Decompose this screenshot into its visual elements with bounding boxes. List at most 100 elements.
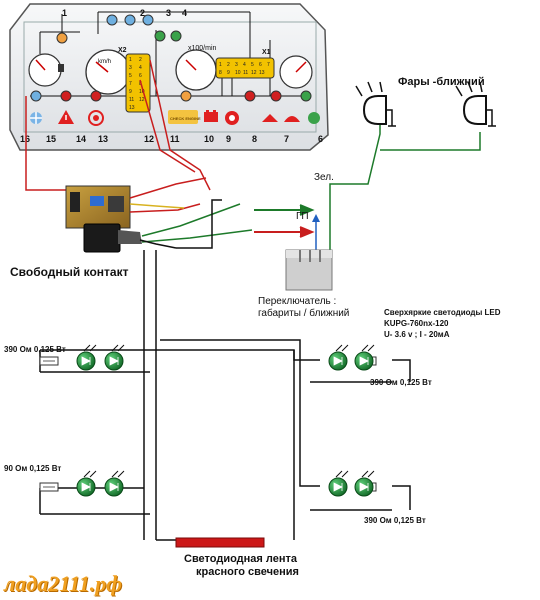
x2-pin-label: 9	[129, 89, 132, 95]
headlight-green-bus	[380, 132, 481, 151]
led-rays	[83, 344, 97, 352]
cluster-bottom-number: 12	[144, 134, 154, 144]
headlight-green-wire	[329, 120, 381, 254]
led-symbol	[333, 482, 343, 492]
led-symbol	[333, 356, 343, 366]
green-arrow-wire	[254, 204, 315, 216]
x2-pin-label: 10	[139, 89, 145, 95]
cluster-bottom-number: 8	[252, 134, 257, 144]
relay-green-wire	[141, 203, 241, 237]
top-lamp-green-2	[170, 30, 182, 42]
cluster-top-number: 4	[182, 8, 187, 18]
led-info-line3: U- 3.6 v ; I - 20мА	[384, 330, 450, 339]
led-rays	[361, 470, 375, 478]
speedometer-gauge	[85, 49, 131, 95]
led-symbol	[109, 356, 119, 366]
x2-pin-label: 5	[129, 73, 132, 79]
tachometer-gauge	[175, 49, 217, 91]
bottom-lamp-row	[30, 90, 312, 102]
cluster-bottom-number: 16	[20, 134, 30, 144]
oil-pressure-icon	[262, 114, 278, 122]
led-info-line2: KUPG-760nx-120	[384, 319, 449, 328]
outline-icon	[308, 112, 320, 124]
x1-pin-label: 1	[219, 62, 222, 68]
check-engine-label: CHECK ENGINE	[170, 116, 201, 121]
cluster-top-number: 3	[166, 8, 171, 18]
x1-pin-label: 4	[243, 62, 246, 68]
cluster-top-numbers: 1 2 3 4	[62, 8, 187, 18]
x2-pin-label: 12	[139, 97, 145, 103]
headlight-icon-right	[455, 81, 496, 127]
hazard-icon	[225, 111, 239, 125]
x1-pin-label: 5	[251, 62, 254, 68]
top-lamp-orange	[56, 32, 68, 44]
led-rays	[111, 470, 125, 478]
cluster-bottom-number: 6	[318, 134, 323, 144]
cluster-top-number: 2	[140, 8, 145, 18]
cluster-bottom-number: 7	[284, 134, 289, 144]
led-rays	[335, 470, 349, 478]
x2-pin-label: 13	[129, 105, 135, 111]
resistor-label-bottom-right: 390 Ом 0,125 Вт	[364, 516, 426, 525]
fuel-gauge	[28, 53, 64, 87]
led-symbol	[359, 356, 369, 366]
top-lamp-blue-1	[106, 14, 118, 26]
gp-wire-label: ГП	[296, 211, 309, 222]
relay-red-wire-2	[129, 203, 201, 213]
x2-pin-label: 3	[129, 65, 132, 71]
gp-blue-arrow	[312, 214, 320, 250]
relay-green-wire-2	[141, 229, 253, 243]
led-rays	[111, 344, 125, 352]
green-wire-label: Зел.	[314, 172, 334, 183]
relay-wires	[129, 177, 253, 249]
x1-pin-label: 13	[259, 70, 265, 76]
x1-pin-label: 10	[235, 70, 241, 76]
x2-pin-label: 2	[139, 57, 142, 63]
strip-caption-line2: красного свечения	[196, 566, 299, 578]
headlights-title: Фары -ближний	[398, 76, 485, 88]
site-watermark: лада2111.рф	[4, 571, 123, 596]
cluster-bottom-number: 15	[46, 134, 56, 144]
relay-blue-component	[90, 196, 104, 206]
relay-connector	[118, 230, 142, 244]
led-rays	[83, 470, 97, 478]
x2-pin-label: 11	[129, 97, 134, 103]
x1-label: X1	[262, 49, 271, 56]
x2-label: X2	[118, 47, 127, 54]
check-engine-icon	[168, 110, 198, 124]
led-strip-red	[175, 537, 265, 548]
x1-pin-label: 9	[227, 70, 230, 76]
relay-red-wire	[129, 177, 207, 199]
relay-black-component	[70, 192, 80, 212]
x1-pin-label: 8	[219, 70, 222, 76]
cluster-bottom-number: 13	[98, 134, 108, 144]
battery-icon	[204, 110, 218, 122]
led-info-line1: Сверхяркие светодиоды LED	[384, 308, 501, 317]
x1-pin-label: 2	[227, 62, 230, 68]
cluster-bottom-number: 14	[76, 134, 86, 144]
top-lamp-blue-3	[142, 14, 154, 26]
x2-pin-label: 4	[139, 65, 142, 71]
led-symbol	[81, 356, 91, 366]
relay-black-component-2	[108, 196, 124, 212]
relay-black-box	[83, 223, 121, 253]
x2-pin-label: 7	[129, 81, 132, 87]
led-symbol	[359, 482, 369, 492]
tach-unit-label: x100/min	[188, 45, 217, 52]
speed-unit-label: km/h	[98, 59, 111, 65]
oil-can-icon	[284, 116, 300, 122]
cluster-top-number: 1	[62, 8, 67, 18]
relay-black-wire-out	[139, 239, 177, 249]
led-rays	[335, 344, 349, 352]
resistor-label-mid-left: 90 Ом 0,125 Вт	[4, 464, 62, 473]
cluster-bottom-number: 9	[226, 134, 231, 144]
relay-yellow-wire	[129, 203, 185, 209]
x2-pin-label: 6	[139, 73, 142, 79]
resistor-label-top-right: 390 Ом 0,125 Вт	[370, 378, 432, 387]
relay-module	[65, 185, 142, 253]
